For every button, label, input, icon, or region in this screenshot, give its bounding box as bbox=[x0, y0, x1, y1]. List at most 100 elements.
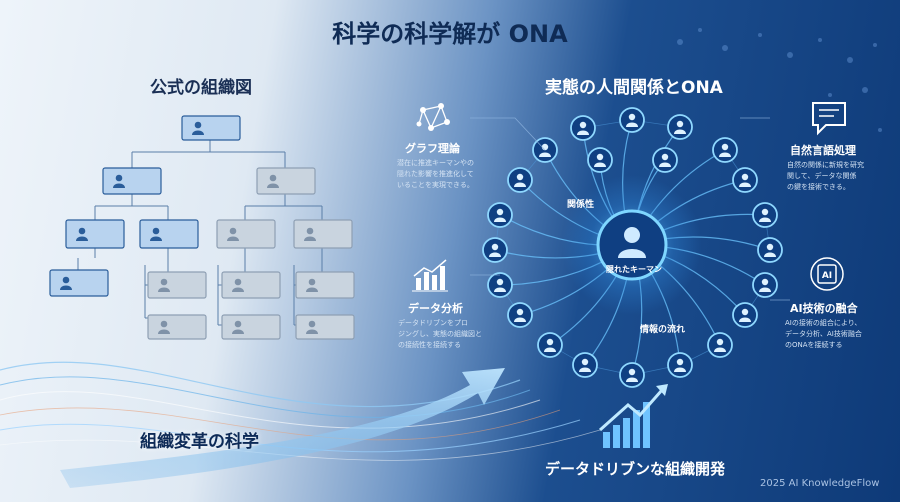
person-icon bbox=[516, 173, 524, 181]
ona-person-node bbox=[487, 272, 513, 298]
org-chart-box bbox=[102, 167, 162, 195]
ona-person-node bbox=[712, 137, 738, 163]
person-icon bbox=[628, 113, 636, 121]
ona-person-node bbox=[752, 202, 778, 228]
person-icon bbox=[661, 153, 669, 161]
person-icon bbox=[78, 227, 86, 235]
person-icon bbox=[596, 153, 604, 161]
org-chart-box bbox=[216, 219, 276, 249]
person-icon bbox=[269, 174, 277, 182]
svg-text:AI: AI bbox=[822, 271, 832, 281]
person-icon bbox=[152, 227, 160, 235]
ona-person-node bbox=[667, 352, 693, 378]
bar-chart-icon bbox=[412, 259, 448, 292]
center-node-label: 隠れたキーマン bbox=[606, 265, 662, 274]
feature-ai-desc: AIの接術の組合により、 データ分析、AI技術融合 のONAを接続する bbox=[785, 319, 862, 349]
person-icon bbox=[115, 174, 123, 182]
ona-person-node bbox=[707, 332, 733, 358]
feature-ai-title: AI技術の融合 bbox=[790, 302, 858, 315]
feature-data-title: データ分析 bbox=[408, 302, 463, 315]
person-icon bbox=[496, 208, 504, 216]
person-icon bbox=[234, 278, 242, 286]
person-icon bbox=[628, 368, 636, 376]
feature-graph-desc: 潜在に推進キーマンやの 隠れた影響を推進化して いることを実現できる。 bbox=[397, 159, 474, 189]
ona-person-node bbox=[507, 167, 533, 193]
growth-chart-icon bbox=[599, 384, 668, 448]
org-chart-box bbox=[295, 271, 355, 299]
person-icon bbox=[541, 143, 549, 151]
org-chart-box bbox=[293, 219, 353, 249]
org-chart-box bbox=[221, 314, 281, 340]
person-icon bbox=[676, 358, 684, 366]
person-icon bbox=[308, 320, 316, 328]
person-icon bbox=[160, 320, 168, 328]
person-icon bbox=[229, 227, 237, 235]
hidden-keyman-node bbox=[596, 209, 668, 281]
ona-person-node bbox=[537, 332, 563, 358]
org-chart-box bbox=[256, 167, 316, 195]
org-chart-box bbox=[147, 271, 207, 299]
person-icon bbox=[618, 227, 646, 258]
person-icon bbox=[761, 208, 769, 216]
feature-nlp-title: 自然言語処理 bbox=[790, 144, 856, 157]
ona-title: 実態の人間関係とONA bbox=[545, 78, 723, 98]
org-chart-boxes bbox=[49, 115, 355, 340]
ona-person-node bbox=[482, 237, 508, 263]
person-icon bbox=[546, 338, 554, 346]
ona-person-node bbox=[587, 147, 613, 173]
ona-person-node bbox=[757, 237, 783, 263]
ona-person-node bbox=[507, 302, 533, 328]
feature-connectors bbox=[470, 117, 790, 301]
feature-graph-title: グラフ理論 bbox=[405, 142, 460, 155]
data-driven-label: データドリブンな組織開発 bbox=[545, 460, 726, 478]
org-transformation-label: 組織変革の科学 bbox=[140, 432, 259, 452]
person-icon bbox=[160, 278, 168, 286]
ona-person-node bbox=[619, 107, 645, 133]
edge-label-relation: 関係性 bbox=[567, 200, 595, 210]
person-icon bbox=[306, 227, 314, 235]
page-title: 科学の科学解が ONA bbox=[332, 20, 568, 48]
person-icon bbox=[496, 278, 504, 286]
ona-person-node bbox=[652, 147, 678, 173]
person-icon bbox=[516, 308, 524, 316]
person-icon bbox=[741, 173, 749, 181]
org-chart-connectors bbox=[77, 140, 323, 326]
person-icon bbox=[308, 278, 316, 286]
person-icon bbox=[716, 338, 724, 346]
org-chart-box bbox=[181, 115, 241, 141]
copyright: 2025 AI KnowledgeFlow bbox=[760, 478, 880, 489]
person-icon bbox=[491, 243, 499, 251]
world-map-dots bbox=[677, 28, 882, 132]
org-chart-title: 公式の組織図 bbox=[150, 78, 252, 98]
ai-chip-icon: AI bbox=[810, 257, 844, 291]
person-icon bbox=[721, 143, 729, 151]
org-chart-box bbox=[221, 271, 281, 299]
person-icon bbox=[761, 278, 769, 286]
ona-person-node bbox=[667, 114, 693, 140]
edge-label-info-flow: 情報の流れ bbox=[640, 325, 686, 335]
person-icon bbox=[581, 358, 589, 366]
person-icon bbox=[194, 121, 202, 129]
ona-person-node bbox=[752, 272, 778, 298]
person-icon bbox=[741, 308, 749, 316]
network-graph-icon bbox=[416, 103, 450, 131]
org-chart-box bbox=[65, 219, 125, 249]
org-chart-box bbox=[295, 314, 355, 340]
transformation-arrow bbox=[60, 368, 505, 488]
org-chart-box bbox=[49, 269, 109, 297]
feature-data-desc: データドリブンをプロ ジングし、実態の組織図と の接続性を接続する bbox=[398, 319, 482, 349]
ona-person-node bbox=[619, 362, 645, 388]
person-icon bbox=[766, 243, 774, 251]
org-chart-box bbox=[139, 219, 199, 249]
speech-bubble-icon bbox=[812, 102, 846, 136]
ona-nodes bbox=[482, 107, 783, 388]
person-icon bbox=[62, 276, 70, 284]
person-icon bbox=[234, 320, 242, 328]
org-chart-box bbox=[147, 314, 207, 340]
ona-person-node bbox=[732, 167, 758, 193]
person-icon bbox=[676, 120, 684, 128]
ona-person-node bbox=[732, 302, 758, 328]
ona-person-node bbox=[487, 202, 513, 228]
person-icon bbox=[579, 121, 587, 129]
